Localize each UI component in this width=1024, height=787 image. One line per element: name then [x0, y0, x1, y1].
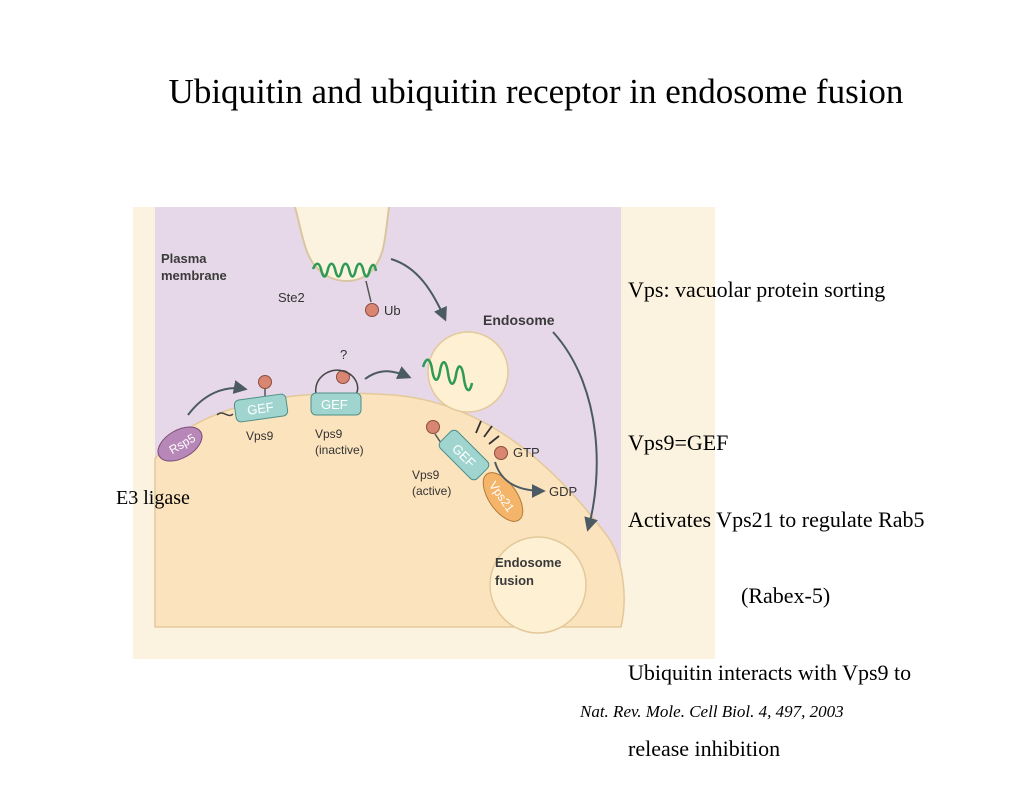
activity-lines: [475, 420, 500, 445]
ubiquitin-icon: [258, 375, 272, 389]
ste2-on-endosome: [421, 358, 474, 392]
note-line: Ubiquitin interacts with Vps9 to: [628, 659, 912, 685]
vps21-protein: [482, 472, 524, 522]
rsp5-arrow: [187, 380, 248, 416]
ubiquitin-icon: [426, 420, 440, 434]
endosome-fusion-label-line2: fusion: [495, 573, 534, 588]
activation-arrow: [364, 366, 412, 380]
ubiquitin-icon: [494, 446, 508, 460]
vps9-tail: [216, 412, 234, 417]
note-line: release inhibition: [628, 736, 781, 761]
citation: Nat. Rev. Mole. Cell Biol. 4, 497, 2003: [580, 702, 844, 721]
ste2-receptor: [311, 262, 378, 278]
e3-ligase-label: E3 ligase: [116, 487, 190, 509]
endosome-fusion-label: Endosome: [495, 555, 561, 570]
gef-box: [233, 393, 289, 423]
gtp-gdp-arrow: [494, 461, 546, 498]
note-line: [628, 354, 1024, 380]
fused-endosome: [489, 536, 587, 634]
gef-box-active: [438, 429, 490, 481]
ub-linker: [434, 433, 442, 444]
plasma-membrane-label: Plasma: [161, 251, 207, 266]
slide-title: Ubiquitin and ubiquitin receptor in endo…: [168, 72, 904, 111]
vps9-active-label: Vps9: [412, 468, 440, 482]
note-line: Activates Vps21 to regulate Rab5: [628, 506, 925, 532]
question-mark: ?: [340, 347, 347, 362]
note-line: Vps9=GEF: [628, 430, 729, 455]
endosome-vesicle: [427, 331, 509, 413]
plasma-membrane-invagination: [294, 207, 390, 282]
vps9-inactive-label: Vps9: [315, 427, 343, 441]
internalization-arrow: [390, 258, 447, 322]
plasma-membrane-label-line2: membrane: [161, 268, 227, 283]
fusion-arrow: [552, 331, 598, 532]
ub-linker: [365, 280, 372, 303]
gef-label: GEF: [246, 399, 275, 418]
ste2-label: Ste2: [278, 290, 305, 305]
gef-label: GEF: [321, 397, 348, 412]
vps9-label: Vps9: [246, 429, 274, 443]
rsp5-protein: [157, 426, 203, 462]
vps9-active-label-line2: (active): [412, 484, 451, 498]
gtp-label: GTP: [513, 445, 540, 460]
ub-label: Ub: [384, 303, 401, 318]
endosome-label: Endosome: [483, 312, 555, 328]
vps9-inactive-label-line2: (inactive): [315, 443, 364, 457]
notes-panel: Vps: vacuolar protein sorting Vps9=GEF A…: [628, 226, 1024, 787]
inhibitory-loop: [315, 369, 359, 396]
endosome-fusion-diagram: Plasma membrane Ub Ste2 Endosome Rsp5 GE…: [133, 207, 715, 659]
gdp-label: GDP: [549, 484, 577, 499]
note-line: Vps: vacuolar protein sorting: [628, 277, 886, 302]
note-line: (Rabex-5): [741, 583, 831, 608]
gef-box: [310, 392, 362, 416]
ubiquitin-icon: [365, 303, 379, 317]
